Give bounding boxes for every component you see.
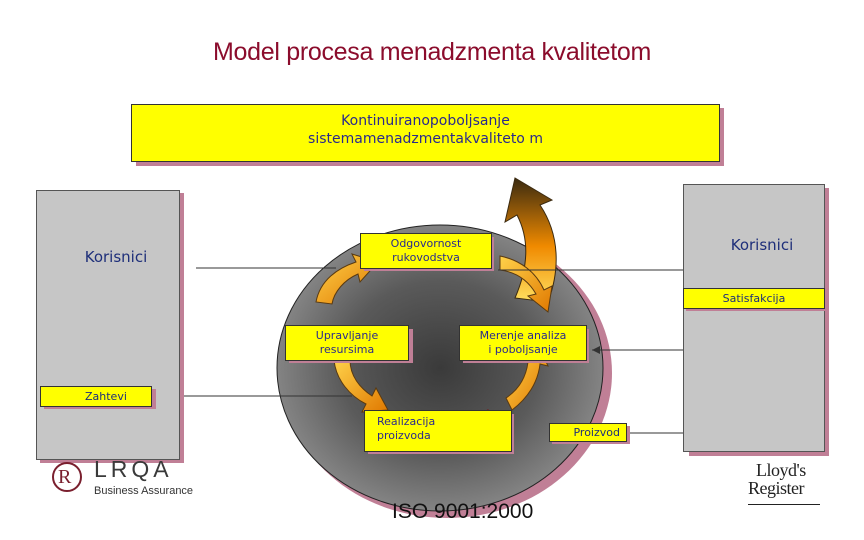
left-customers-label: Korisnici <box>84 248 148 266</box>
lrqa-logo: R LRQA Business Assurance <box>52 456 212 502</box>
resource-management-line1: Upravljanje <box>315 329 379 342</box>
measurement-analysis-box: Merenje analiza i poboljsanje <box>459 325 587 361</box>
connector-measurement-arrowhead <box>592 346 600 354</box>
lloyds-line2: Register <box>748 478 805 498</box>
continuous-improvement-line2: sistemamenadzmentakvaliteto m <box>308 130 543 147</box>
lloyds-line1: Lloyd's <box>756 460 806 480</box>
continuous-improvement-box: Kontinuiranopoboljsanje sistemamenadzmen… <box>131 104 720 162</box>
measurement-analysis-line1: Merenje analiza <box>479 329 567 342</box>
resource-management-box: Upravljanje resursima <box>285 325 409 361</box>
management-responsibility-box: Odgovornost rukovodstva <box>360 233 492 269</box>
lloyds-underline <box>748 504 820 505</box>
right-customers-label: Korisnici <box>730 236 794 254</box>
lloyds-register-logo: Lloyd's Register <box>748 460 830 506</box>
product-realization-line1: Realizacija <box>377 415 436 428</box>
product-realization-box: Realizacija proizvoda <box>364 410 512 452</box>
lrqa-circle-mark <box>52 462 82 492</box>
lrqa-name: LRQA <box>94 456 173 482</box>
iso-standard-label: ISO 9001:2000 <box>392 500 534 523</box>
right-customers-panel <box>683 184 825 452</box>
management-responsibility-line2: rukovodstva <box>392 250 460 264</box>
requirements-tag: Zahtevi <box>40 386 152 407</box>
measurement-analysis-line2: i poboljsanje <box>488 342 558 356</box>
product-output-box: Proizvod <box>549 423 627 442</box>
lrqa-tagline: Business Assurance <box>94 485 194 497</box>
management-responsibility-line1: Odgovornost <box>390 237 462 250</box>
cycle-arrow-bottom-left <box>333 359 389 413</box>
continuous-improvement-line1: Kontinuiranopoboljsanje <box>341 113 510 129</box>
resource-management-line2: resursima <box>319 342 375 356</box>
left-customers-panel <box>36 190 180 460</box>
satisfaction-tag: Satisfakcija <box>683 288 825 309</box>
lrqa-mark-letter: R <box>58 466 72 488</box>
product-realization-line2: proizvoda <box>377 428 431 442</box>
page-title: Model procesa menadzmenta kvalitetom <box>212 38 652 66</box>
